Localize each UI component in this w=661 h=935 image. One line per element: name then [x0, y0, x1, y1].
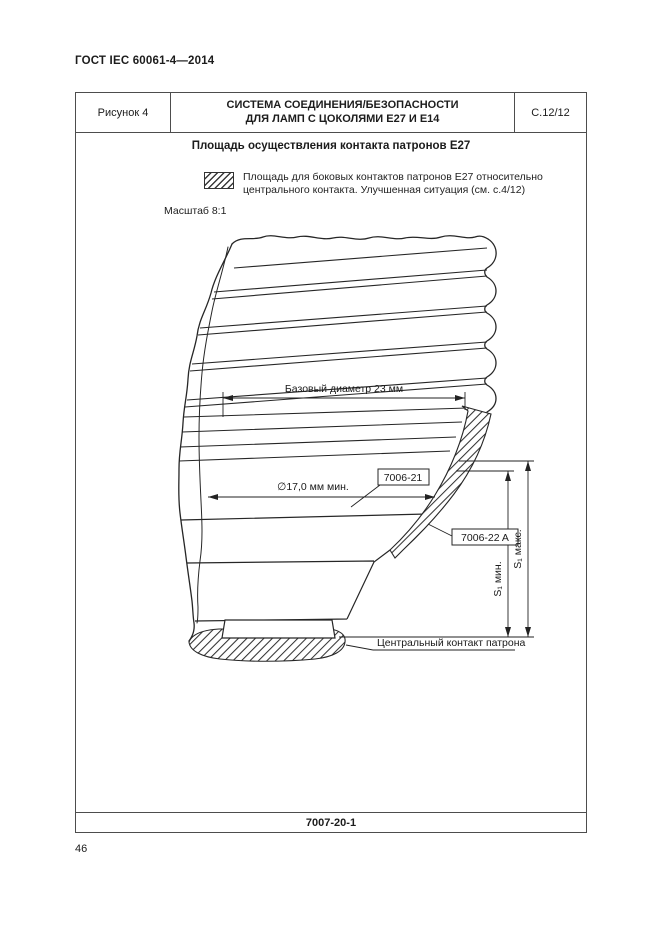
standard-number: ГОСТ IEC 60061-4—2014: [75, 55, 215, 67]
d17-label: ∅17,0 мм мин.: [277, 481, 349, 493]
page-number: 46: [75, 843, 88, 855]
central-contact-label: Центральный контакт патрона: [377, 637, 526, 649]
technical-drawing: Базовый диаметр 23 мм 7006-21 ∅17,0 мм м…: [178, 235, 534, 662]
body-section-lines: [180, 513, 428, 622]
gauge-boxes: [377, 468, 519, 546]
figure-frame: Рисунок 4 СИСТЕМА СОЕДИНЕНИЯ/БЕЗОПАСНОСТ…: [75, 92, 587, 833]
system-title-line2: ДЛЯ ЛАМП С ЦОКОЛЯМИ Е27 И Е14: [245, 112, 440, 125]
gauge1-leader: [350, 484, 381, 508]
system-title-cell: СИСТЕМА СОЕДИНЕНИЯ/БЕЗОПАСНОСТИ ДЛЯ ЛАМП…: [171, 93, 514, 132]
s1-min-label: S₁ мин.: [492, 561, 504, 596]
scale-label: Масштаб 8:1: [164, 205, 227, 217]
side-contact-area-hatch: [389, 405, 492, 559]
sheet-number-cell: С.12/12: [514, 93, 586, 132]
figure-title: Площадь осуществления контакта патронов …: [191, 140, 471, 152]
legend: Площадь для боковых контактов патронов Е…: [204, 171, 551, 196]
dimension-lines: [208, 392, 534, 651]
base-diameter-label: Базовый диаметр 23 мм: [285, 383, 403, 395]
inner-stem-line: [196, 246, 229, 624]
gauge2-box: [451, 528, 519, 546]
figure-sheet-code: 7007-20-1: [76, 812, 586, 833]
s1-max-label: S₁ макс.: [512, 529, 524, 568]
legend-text: Площадь для боковых контактов патронов Е…: [243, 171, 543, 196]
central-contact-leader: [345, 644, 374, 651]
neck-lines: [178, 407, 468, 462]
top-torn-edge: [231, 235, 489, 245]
hatch-swatch: [204, 172, 234, 189]
figure-header-row: Рисунок 4 СИСТЕМА СОЕДИНЕНИЯ/БЕЗОПАСНОСТ…: [76, 93, 586, 133]
lamp-cap-outline: [178, 235, 497, 642]
gauge1-label: 7006-21: [384, 472, 423, 484]
lamp-central-contact: [221, 619, 336, 639]
system-title-line1: СИСТЕМА СОЕДИНЕНИЯ/БЕЗОПАСНОСТИ: [226, 99, 459, 111]
gauge2-label: 7006-22 A: [461, 532, 509, 544]
figure-label-cell: Рисунок 4: [76, 93, 171, 132]
gauge1-box: [377, 468, 430, 486]
thread-scallop-edge: [484, 238, 497, 413]
gauge2-leader: [427, 523, 453, 537]
left-torn-edge: [178, 243, 233, 642]
